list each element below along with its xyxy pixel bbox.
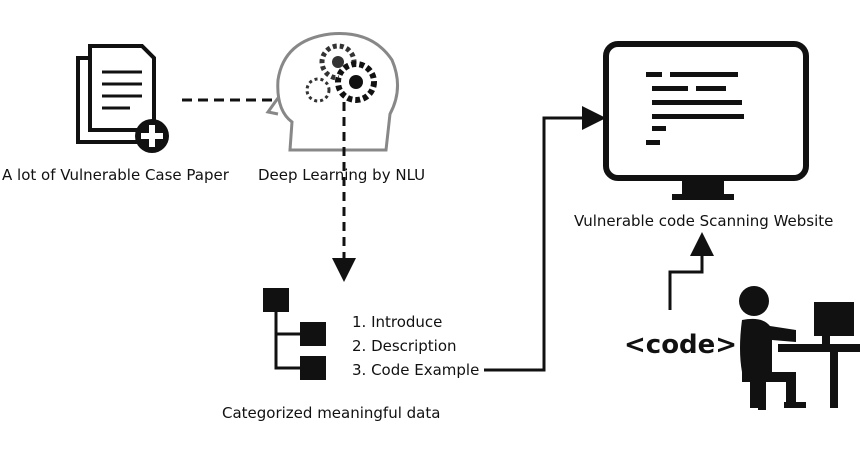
plus-circle-icon <box>135 119 169 153</box>
data-to-website-arrow <box>484 106 606 372</box>
categorized-data-label: Categorized meaningful data <box>222 404 441 422</box>
deep-learning-label: Deep Learning by NLU <box>258 166 426 184</box>
brain-gears-icon <box>265 32 399 152</box>
person-at-computer-icon <box>739 286 860 410</box>
hierarchy-tree-icon <box>263 288 326 380</box>
website-label: Vulnerable code Scanning Website <box>574 212 834 230</box>
papers-label: A lot of Vulnerable Case Paper <box>2 166 229 184</box>
monitor-icon <box>603 41 809 200</box>
code-tag-label: <code> <box>624 330 738 360</box>
document-stack-icon <box>76 44 156 144</box>
code-to-website-arrow <box>668 232 714 310</box>
category-item-1: 1. Introduce <box>352 313 443 331</box>
category-item-2: 2. Description <box>352 337 457 355</box>
category-item-3: 3. Code Example <box>352 361 480 379</box>
